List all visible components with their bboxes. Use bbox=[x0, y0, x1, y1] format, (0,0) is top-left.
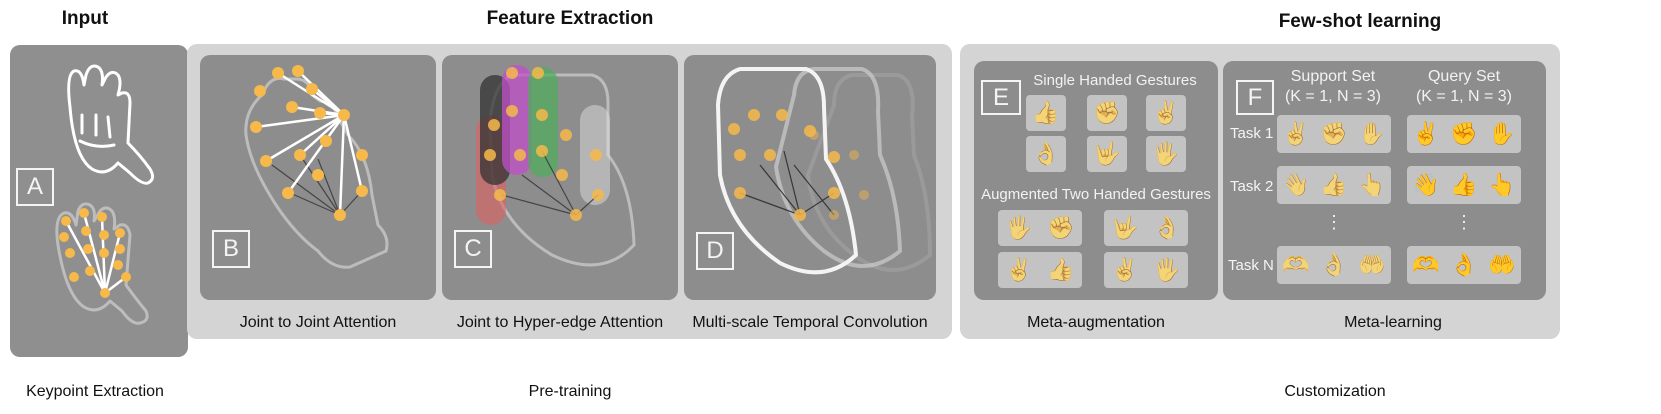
gesture-emoji: 👍 bbox=[1047, 257, 1075, 282]
query-set-tile: 🫶 👌 🤲 bbox=[1407, 246, 1521, 284]
single-gesture-tile: 🖐️ bbox=[1146, 136, 1186, 172]
gesture-emoji: 👋 bbox=[1412, 172, 1440, 197]
few-shot-learning-title: Few-shot learning bbox=[1278, 11, 1442, 32]
gesture-emoji: 🖐️ bbox=[1153, 257, 1181, 282]
single-gesture-tile: 👌 bbox=[1026, 136, 1066, 172]
gesture-emoji: 🤲 bbox=[1358, 252, 1386, 277]
gesture-emoji: ✌️ bbox=[1005, 257, 1033, 282]
two-gesture-tile: ✌️ 🖐️ bbox=[1104, 252, 1188, 288]
gesture-emoji: 🤲 bbox=[1488, 252, 1516, 277]
gesture-emoji: 👌 bbox=[1032, 141, 1060, 166]
query-set-params: (K = 1, N = 3) bbox=[1415, 88, 1513, 105]
joint-to-joint-illustration bbox=[244, 65, 389, 269]
gesture-emoji: ✊ bbox=[1047, 215, 1075, 240]
gesture-emoji: 👆 bbox=[1358, 172, 1386, 197]
feature-extraction-title: Feature Extraction bbox=[486, 8, 654, 29]
gesture-emoji: ✌️ bbox=[1282, 121, 1310, 146]
panel-d-caption: Multi-scale Temporal Convolution bbox=[692, 314, 928, 331]
gesture-emoji: 👆 bbox=[1488, 172, 1516, 197]
support-set-tile: 👋 👍 👆 bbox=[1277, 166, 1391, 204]
gesture-emoji: ✌️ bbox=[1111, 257, 1139, 282]
gesture-emoji: 👍 bbox=[1320, 172, 1348, 197]
gesture-emoji: ✋ bbox=[1358, 121, 1386, 146]
panel-b-caption: Joint to Joint Attention bbox=[239, 314, 397, 331]
panel-f-caption: Meta-learning bbox=[1344, 314, 1442, 331]
panel-e-letter: E bbox=[981, 80, 1021, 115]
gesture-emoji: ✌️ bbox=[1152, 100, 1180, 125]
keypoint-extraction-label: Keypoint Extraction bbox=[26, 383, 164, 400]
task-label: Task 1 bbox=[1230, 125, 1274, 142]
panel-b-letter: B bbox=[212, 230, 250, 268]
gesture-emoji: 🖐️ bbox=[1152, 141, 1180, 166]
support-set-params: (K = 1, N = 3) bbox=[1284, 88, 1382, 105]
input-title: Input bbox=[61, 8, 109, 29]
gesture-emoji: ✊ bbox=[1450, 121, 1478, 146]
panel-a-letter: A bbox=[16, 168, 54, 206]
gesture-emoji: 🫶 bbox=[1412, 252, 1440, 277]
panel-d-letter: D bbox=[696, 232, 734, 270]
temporal-convolution-illustration bbox=[716, 67, 932, 275]
single-handed-gestures-title: Single Handed Gestures bbox=[1033, 72, 1197, 89]
gesture-emoji: 👍 bbox=[1032, 100, 1060, 125]
single-gesture-tile: ✌️ bbox=[1146, 95, 1186, 131]
panel-c-letter: C bbox=[454, 230, 492, 268]
single-gesture-tile: 👍 bbox=[1026, 95, 1066, 131]
gesture-emoji: 👍 bbox=[1450, 172, 1478, 197]
support-set-title: Support Set bbox=[1290, 68, 1376, 85]
two-handed-gestures-title: Augmented Two Handed Gestures bbox=[981, 186, 1211, 203]
query-set-tile: 👋 👍 👆 bbox=[1407, 166, 1521, 204]
single-gesture-tile: ✊ bbox=[1087, 95, 1127, 131]
gesture-emoji: 👌 bbox=[1153, 215, 1181, 240]
support-set-tile: 🫶 👌 🤲 bbox=[1277, 246, 1391, 284]
panel-e-caption: Meta-augmentation bbox=[1027, 314, 1165, 331]
gesture-emoji: 🤟 bbox=[1093, 141, 1121, 166]
query-set-title: Query Set bbox=[1427, 68, 1501, 85]
two-gesture-tile: 🤟👌 bbox=[1104, 210, 1188, 246]
panel-f-letter: F bbox=[1236, 80, 1274, 115]
gesture-emoji: ✊ bbox=[1320, 121, 1348, 146]
panel-c-caption: Joint to Hyper-edge Attention bbox=[456, 314, 664, 331]
gesture-emoji: 👋 bbox=[1282, 172, 1310, 197]
gesture-emoji: ✊ bbox=[1093, 100, 1121, 125]
gesture-emoji: 🤟 bbox=[1111, 215, 1139, 240]
input-hands-illustration bbox=[55, 64, 155, 325]
gesture-emoji: ✌️ bbox=[1412, 121, 1440, 146]
task-label: Task 2 bbox=[1230, 178, 1274, 195]
gesture-emoji: 🖐️ bbox=[1005, 215, 1033, 240]
query-ellipsis: ⋮ bbox=[1455, 212, 1473, 232]
task-label: Task N bbox=[1228, 257, 1274, 274]
customization-label: Customization bbox=[1284, 383, 1386, 400]
gesture-emoji: 👌 bbox=[1320, 252, 1348, 277]
support-set-tile: ✌️ ✊ ✋ bbox=[1277, 115, 1391, 153]
pre-training-label: Pre-training bbox=[528, 383, 612, 400]
gesture-emoji: ✋ bbox=[1488, 121, 1516, 146]
support-ellipsis: ⋮ bbox=[1325, 212, 1343, 232]
single-gesture-tile: 🤟 bbox=[1087, 136, 1127, 172]
gesture-emoji: 🫶 bbox=[1282, 252, 1310, 277]
gesture-emoji: 👌 bbox=[1450, 252, 1478, 277]
joint-to-hyperedge-illustration bbox=[476, 65, 636, 267]
query-set-tile: ✌️ ✊ ✋ bbox=[1407, 115, 1521, 153]
two-gesture-tile: ✌️ 👍 bbox=[998, 252, 1082, 288]
two-gesture-tile: 🖐️ ✊ bbox=[998, 210, 1082, 246]
input-panel bbox=[10, 45, 188, 357]
